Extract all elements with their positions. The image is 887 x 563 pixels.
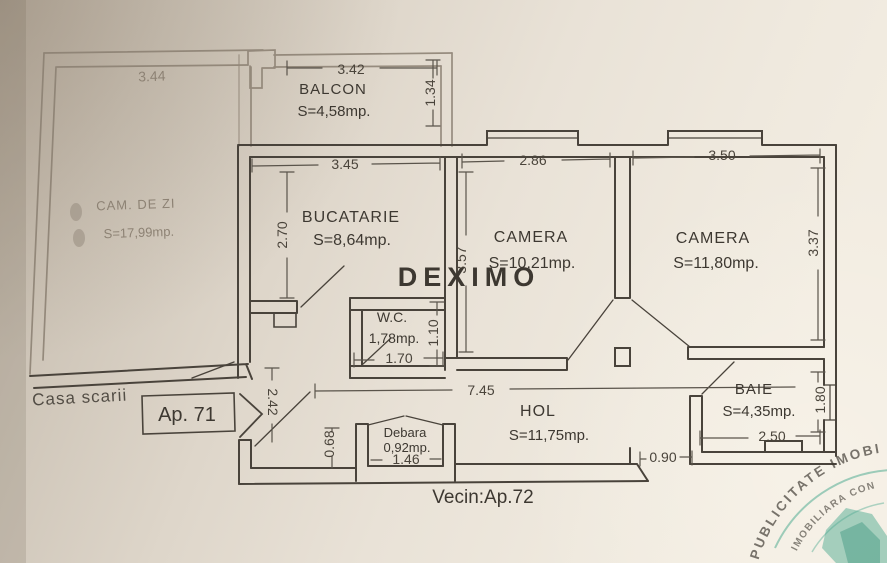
room-area-camera-mid: S=10,21mp. — [489, 255, 576, 272]
room-label-camera-mid: CAMERA — [494, 229, 568, 246]
dim-bucatarie-height: 2.70 — [274, 221, 290, 248]
dim-camera-right-width: 3.50 — [708, 147, 735, 163]
walls-main — [29, 130, 837, 485]
dim-debara-height: 0.68 — [321, 430, 337, 457]
room-label-baie: BAIE — [735, 381, 773, 398]
dim-top-left-faint: 3.44 — [138, 68, 166, 85]
entrance-arrow-icon — [239, 393, 264, 438]
dim-hol-width: 7.45 — [467, 382, 494, 398]
room-label-cam-de-zi: CAM. DE ZI — [96, 196, 176, 214]
room-label-bucatarie: BUCATARIE — [302, 209, 400, 226]
dim-wc-width: 1.70 — [385, 350, 412, 366]
dimension-lines — [251, 59, 826, 469]
dim-balcon-depth: 1.34 — [422, 79, 438, 106]
room-label-wc: W.C. — [377, 309, 407, 325]
dim-wc-height: 1.10 — [425, 319, 441, 346]
stairwell-label: Casa scarii — [32, 386, 128, 410]
dim-entry-height: 2.42 — [265, 388, 281, 415]
room-area-cam-de-zi: S=17,99mp. — [103, 224, 174, 241]
watermark: DEXIMO — [398, 262, 541, 292]
walls-faint — [29, 49, 453, 375]
dimension-labels: 3.42 1.34 3.44 3.45 2.70 2.86 3.57 3.50 … — [138, 61, 828, 467]
room-area-debara: 0,92mp. — [384, 440, 431, 455]
dim-baie-door: 0.90 — [649, 449, 676, 465]
room-area-bucatarie: S=8,64mp. — [313, 232, 391, 249]
dim-camera-right-height: 3.37 — [805, 229, 821, 256]
room-label-debara: Debara — [384, 425, 427, 440]
apartment-label-box — [141, 392, 236, 435]
room-area-balcon: S=4,58mp. — [298, 103, 371, 120]
room-label-balcon: BALCON — [299, 81, 367, 98]
room-area-wc: 1,78mp. — [369, 330, 420, 346]
room-labels: BALCON S=4,58mp. CAM. DE ZI S=17,99mp. B… — [96, 81, 796, 455]
annotations: Casa scarii Ap. 71 Vecin:Ap.72 DEXIMO — [32, 262, 541, 508]
room-area-hol: S=11,75mp. — [509, 427, 589, 444]
dim-debara-width: 1.46 — [392, 451, 419, 467]
dim-baie-height: 1.80 — [812, 386, 828, 413]
neighbor-label: Vecin:Ap.72 — [432, 487, 533, 508]
dim-camera-mid-height: 3.57 — [453, 246, 469, 273]
room-label-camera-right: CAMERA — [676, 230, 750, 247]
dim-bucatarie-width: 3.45 — [331, 156, 358, 172]
room-area-camera-right: S=11,80mp. — [673, 255, 759, 272]
apartment-label: Ap. 71 — [158, 404, 216, 426]
dim-camera-mid-width: 2.86 — [519, 152, 546, 168]
stamp-emblem — [822, 508, 887, 563]
dim-baie-width: 2.50 — [758, 428, 785, 444]
room-label-hol: HOL — [520, 403, 556, 420]
room-area-baie: S=4,35mp. — [723, 403, 796, 420]
dim-balcon-width: 3.42 — [337, 61, 364, 77]
pencil-smudges — [70, 203, 85, 247]
